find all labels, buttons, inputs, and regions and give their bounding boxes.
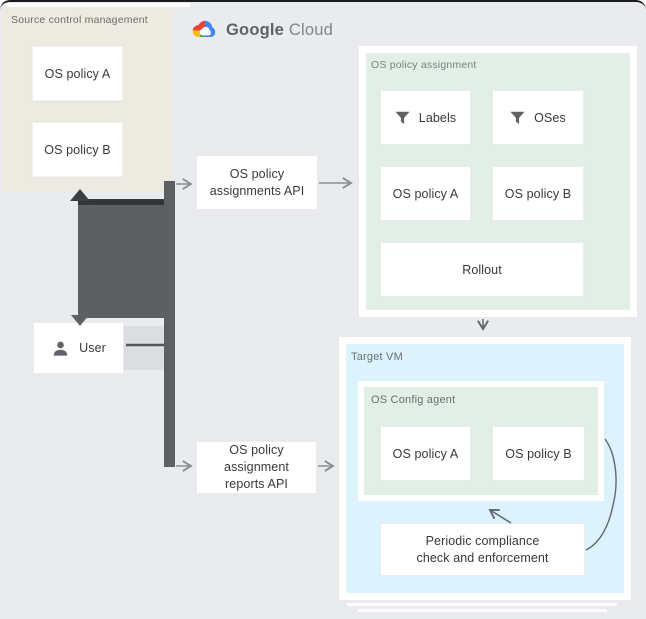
agent-policy-a-label: OS policy A [392, 446, 459, 461]
oses-filter-label: OSes [534, 110, 566, 125]
rollout-label: Rollout [462, 262, 502, 277]
source-policy-a-label: OS policy A [44, 66, 111, 81]
google-cloud-wordmark: Google Cloud [226, 21, 333, 40]
assignment-policy-a-label: OS policy A [392, 186, 459, 201]
logo-brand-text: Google [226, 20, 285, 39]
vm-stack-bar-1 [347, 603, 617, 606]
agent-policy-a-node: OS policy A [380, 426, 471, 481]
source-control-label: Source control management [11, 14, 148, 26]
filter-funnel-icon [510, 111, 525, 125]
oses-filter-node: OSes [492, 90, 584, 145]
source-policy-a-node: OS policy A [32, 46, 123, 101]
user-node: User [33, 322, 124, 374]
agent-policy-b-label: OS policy B [505, 446, 572, 461]
assignment-policy-b-node: OS policy B [492, 166, 584, 221]
rollout-node: Rollout [380, 242, 584, 297]
thick-connector-vertical-bar [164, 181, 175, 467]
periodic-compliance-label: Periodic compliance check and enforcemen… [416, 533, 549, 565]
os-config-agent-label: OS Config agent [371, 394, 456, 406]
assignments-api-label: OS policy assignments API [209, 166, 305, 198]
source-policy-b-label: OS policy B [44, 142, 111, 157]
periodic-compliance-node: Periodic compliance check and enforcemen… [380, 523, 585, 576]
target-vm-label: Target VM [351, 351, 403, 363]
thick-connector-dark-band [78, 199, 164, 205]
vm-stack-bar-2 [358, 609, 607, 612]
window-chrome-strip [6, 3, 190, 7]
user-connector-pad [124, 326, 165, 370]
labels-filter-label: Labels [418, 110, 457, 125]
labels-filter-node: Labels [380, 90, 471, 145]
reports-api-node: OS policy assignment reports API [196, 441, 317, 494]
person-icon [51, 339, 70, 358]
assignment-policy-b-label: OS policy B [504, 186, 572, 201]
google-cloud-icon [191, 19, 218, 41]
thick-connector-block [78, 205, 166, 318]
agent-policy-b-node: OS policy B [492, 426, 585, 481]
policy-assignment-label: OS policy assignment [371, 59, 477, 71]
user-label: User [79, 341, 106, 355]
assignment-policy-a-node: OS policy A [380, 166, 471, 221]
reports-api-label: OS policy assignment reports API [224, 443, 289, 491]
google-cloud-logo: Google Cloud [191, 19, 333, 41]
source-policy-b-node: OS policy B [32, 122, 123, 177]
filter-funnel-icon [395, 111, 410, 125]
assignments-api-node: OS policy assignments API [196, 155, 318, 210]
logo-product-text: Cloud [288, 20, 333, 39]
